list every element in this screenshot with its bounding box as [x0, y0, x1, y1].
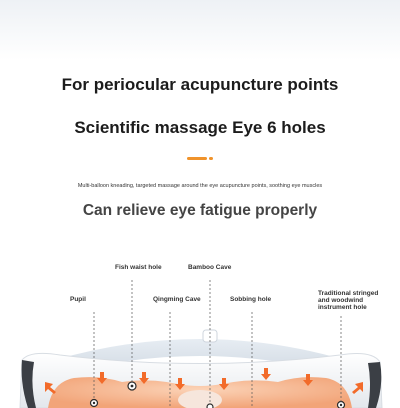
heading-line-2: Scientific massage Eye 6 holes — [74, 118, 326, 137]
nose-bridge — [178, 390, 222, 408]
head-strap — [55, 339, 345, 376]
right-hinge — [368, 362, 382, 408]
acupoint-marker — [206, 403, 214, 408]
heading-line-1: For periocular acupuncture points — [61, 75, 339, 94]
description: Multi-balloon kneading, targeted massage… — [77, 183, 323, 189]
label-traditional-line-1: Traditional stringed — [318, 290, 379, 297]
label-traditional-line-2: and woodwind — [318, 297, 364, 304]
leader-lines — [93, 280, 342, 408]
label-sobbing-hole: Sobbing hole — [230, 296, 272, 303]
eye-massager-illustration — [19, 280, 383, 408]
left-hinge — [21, 360, 36, 408]
accent-dot — [209, 157, 213, 160]
subheading: Can relieve eye fatigue properly — [82, 202, 318, 219]
label-traditional-line-3: instrument hole — [318, 304, 367, 311]
label-pupil: Pupil — [70, 296, 86, 303]
label-bamboo-cave: Bamboo Cave — [188, 264, 232, 271]
label-fish-waist-hole: Fish waist hole — [115, 264, 162, 271]
massage-arrows — [45, 368, 363, 394]
label-qingming-cave: Qingming Cave — [153, 296, 201, 303]
top-gradient — [0, 0, 400, 60]
accent-bar — [187, 157, 207, 160]
